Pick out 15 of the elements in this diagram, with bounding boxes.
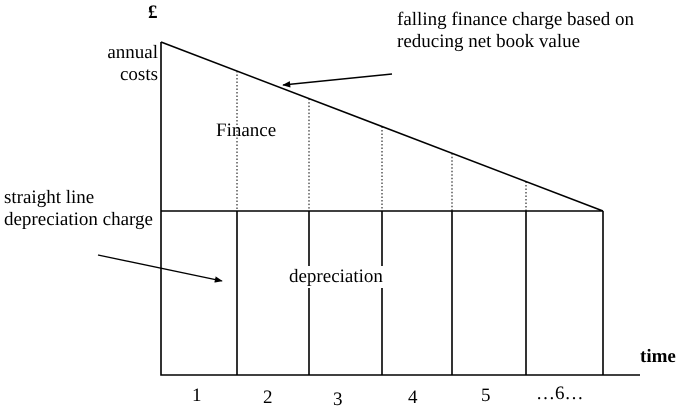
tick-label: 5 (481, 385, 490, 407)
axis-label: annual costs (106, 42, 158, 86)
tick-label: 3 (333, 389, 342, 411)
currency-symbol: £ (148, 2, 158, 24)
tick-label: …6… (536, 383, 584, 405)
tick-label: 1 (192, 385, 202, 407)
area-label: Finance (216, 120, 276, 142)
tick-label: 4 (408, 387, 418, 409)
area-label: depreciation (287, 266, 385, 288)
leader-text: falling finance charge based on reducing net book value (397, 9, 657, 53)
tick-label: 2 (263, 387, 272, 409)
leader-arrow (98, 254, 223, 283)
leader-text: straight line depreciation charge (4, 187, 154, 231)
leader-arrow (282, 73, 392, 88)
axis-label: time (640, 346, 676, 368)
